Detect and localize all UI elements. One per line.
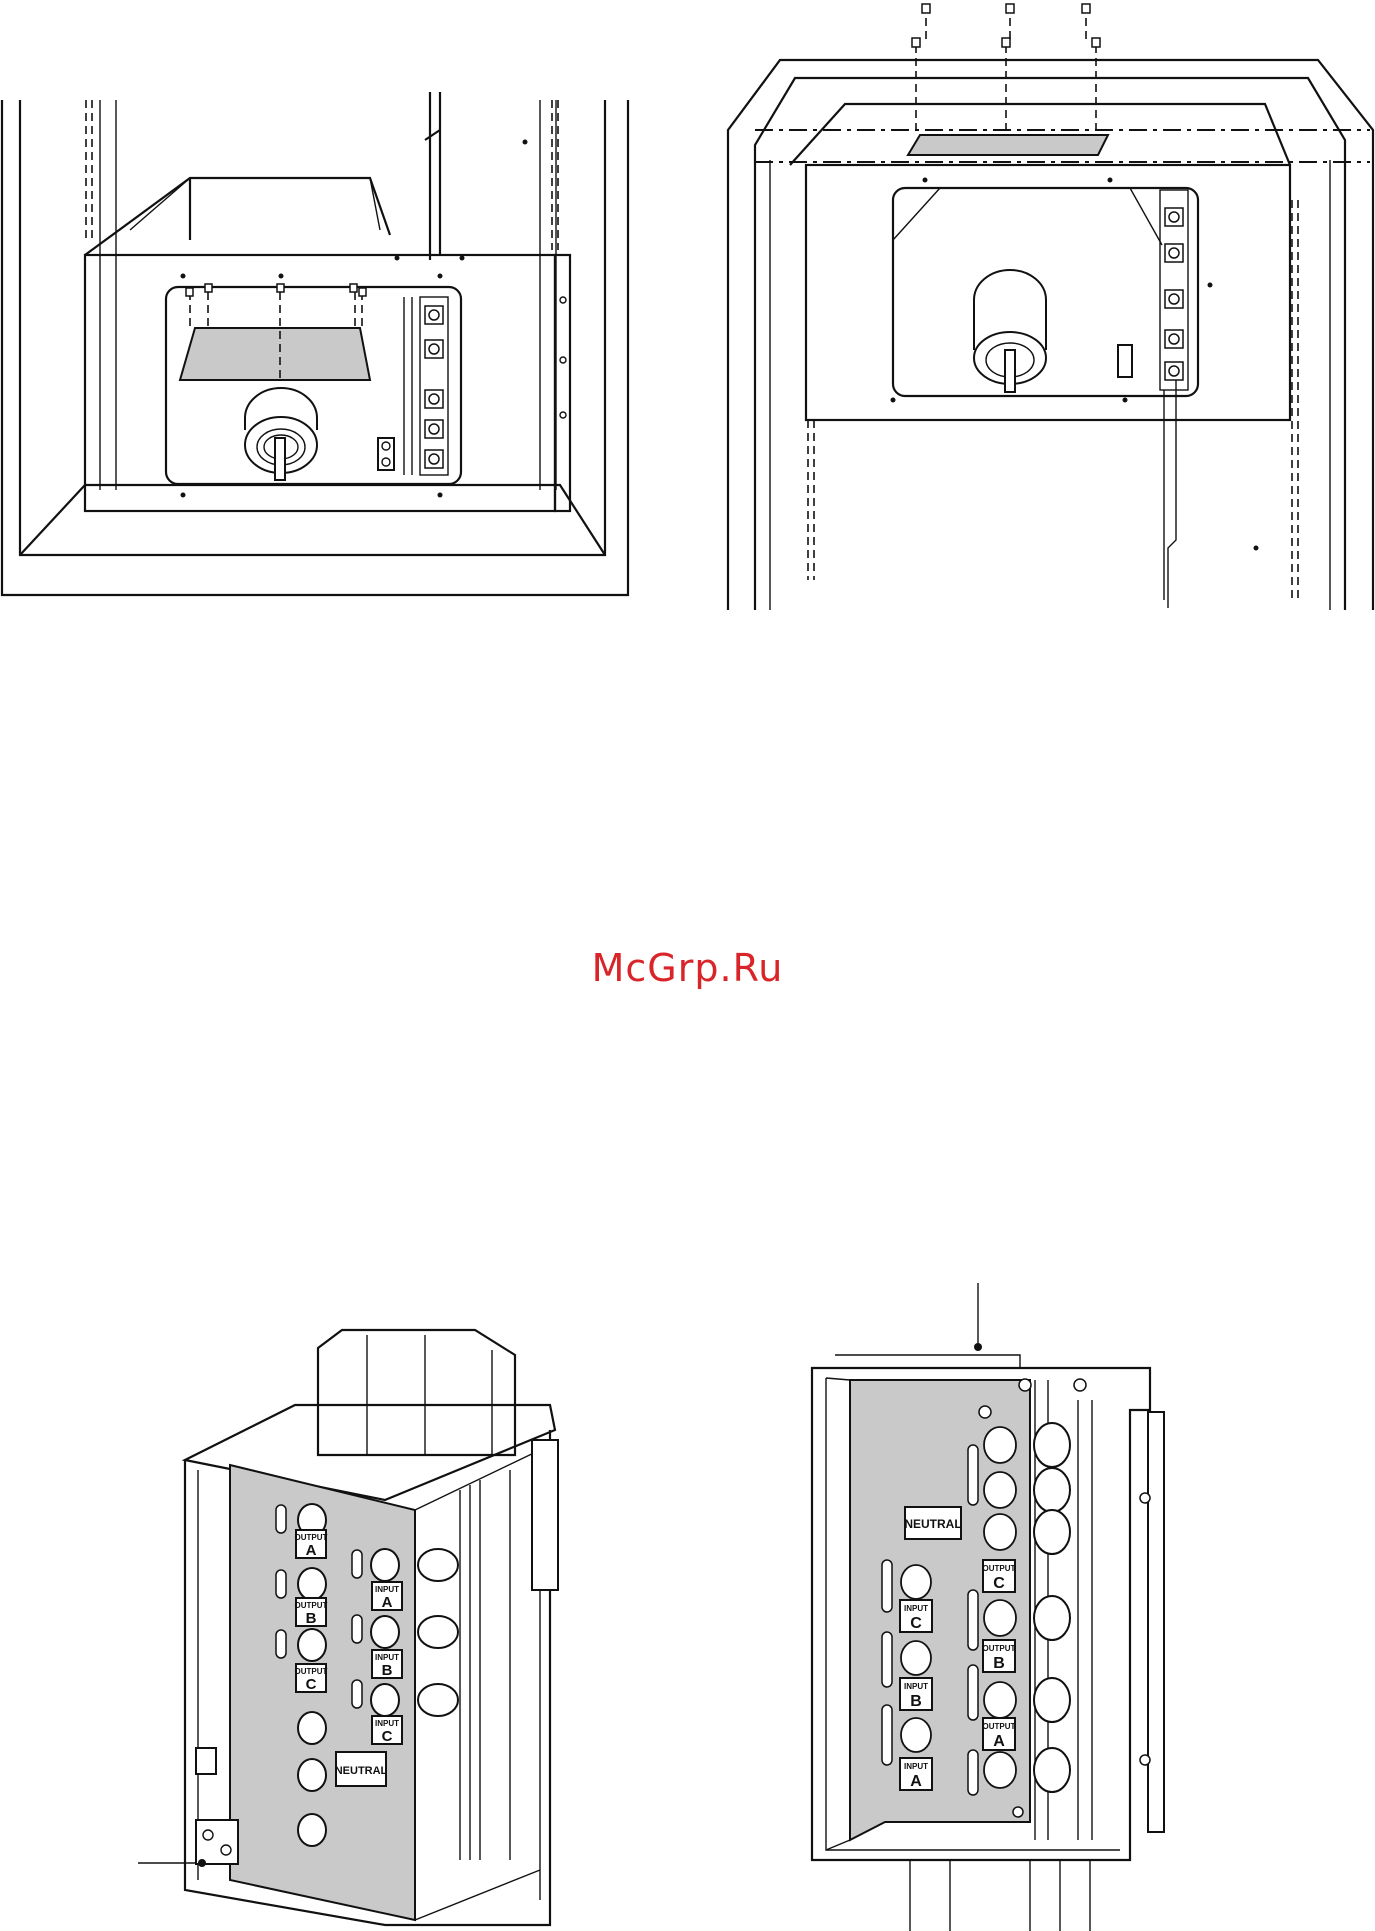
watermark-text: McGrp.Ru bbox=[0, 946, 1375, 990]
svg-text:C: C bbox=[382, 1728, 393, 1745]
figure-top-left bbox=[2, 92, 628, 595]
svg-text:A: A bbox=[910, 1773, 922, 1790]
label-output-c-right: OUTPUT C bbox=[983, 1560, 1016, 1592]
svg-text:B: B bbox=[910, 1693, 922, 1710]
figure-bottom-right: NEUTRAL OUTPUT C INPUT C OUTPUT B INPUT … bbox=[812, 1283, 1164, 1931]
label-output-a-left: OUTPUT A bbox=[295, 1530, 328, 1559]
label-input-c-right: INPUT C bbox=[900, 1600, 932, 1632]
svg-text:INPUT: INPUT bbox=[904, 1604, 928, 1613]
label-input-b-right: INPUT B bbox=[900, 1678, 932, 1710]
svg-text:INPUT: INPUT bbox=[375, 1719, 399, 1728]
label-input-c-left: INPUT C bbox=[372, 1716, 402, 1745]
svg-text:A: A bbox=[306, 1542, 317, 1559]
label-input-a-right: INPUT A bbox=[900, 1758, 932, 1790]
svg-text:INPUT: INPUT bbox=[375, 1585, 399, 1594]
svg-text:B: B bbox=[382, 1662, 393, 1679]
svg-text:OUTPUT: OUTPUT bbox=[983, 1722, 1016, 1731]
svg-text:OUTPUT: OUTPUT bbox=[295, 1533, 328, 1542]
svg-text:B: B bbox=[993, 1655, 1005, 1672]
figure-top-right bbox=[728, 4, 1373, 610]
label-output-b-left: OUTPUT B bbox=[295, 1598, 328, 1627]
svg-text:C: C bbox=[993, 1575, 1005, 1592]
svg-text:A: A bbox=[382, 1594, 393, 1611]
svg-text:INPUT: INPUT bbox=[904, 1682, 928, 1691]
svg-text:B: B bbox=[306, 1610, 317, 1627]
label-output-b-right: OUTPUT B bbox=[983, 1640, 1016, 1672]
figure-bottom-left: OUTPUT A OUTPUT B OUTPUT C INPUT A INPUT… bbox=[138, 1330, 558, 1925]
label-input-a-left: INPUT A bbox=[372, 1582, 402, 1611]
svg-text:OUTPUT: OUTPUT bbox=[295, 1601, 328, 1610]
label-neutral-left: NEUTRAL bbox=[335, 1752, 388, 1786]
svg-text:C: C bbox=[306, 1676, 317, 1693]
svg-text:OUTPUT: OUTPUT bbox=[295, 1667, 328, 1676]
svg-text:NEUTRAL: NEUTRAL bbox=[904, 1517, 961, 1531]
svg-text:C: C bbox=[910, 1615, 922, 1632]
svg-text:OUTPUT: OUTPUT bbox=[983, 1644, 1016, 1653]
svg-text:NEUTRAL: NEUTRAL bbox=[335, 1765, 388, 1777]
svg-text:A: A bbox=[993, 1733, 1005, 1750]
label-input-b-left: INPUT B bbox=[372, 1650, 402, 1679]
label-neutral-right: NEUTRAL bbox=[904, 1507, 961, 1539]
label-output-a-right: OUTPUT A bbox=[983, 1718, 1016, 1750]
label-output-c-left: OUTPUT C bbox=[295, 1664, 328, 1693]
svg-text:OUTPUT: OUTPUT bbox=[983, 1564, 1016, 1573]
svg-text:INPUT: INPUT bbox=[904, 1762, 928, 1771]
svg-text:INPUT: INPUT bbox=[375, 1653, 399, 1662]
